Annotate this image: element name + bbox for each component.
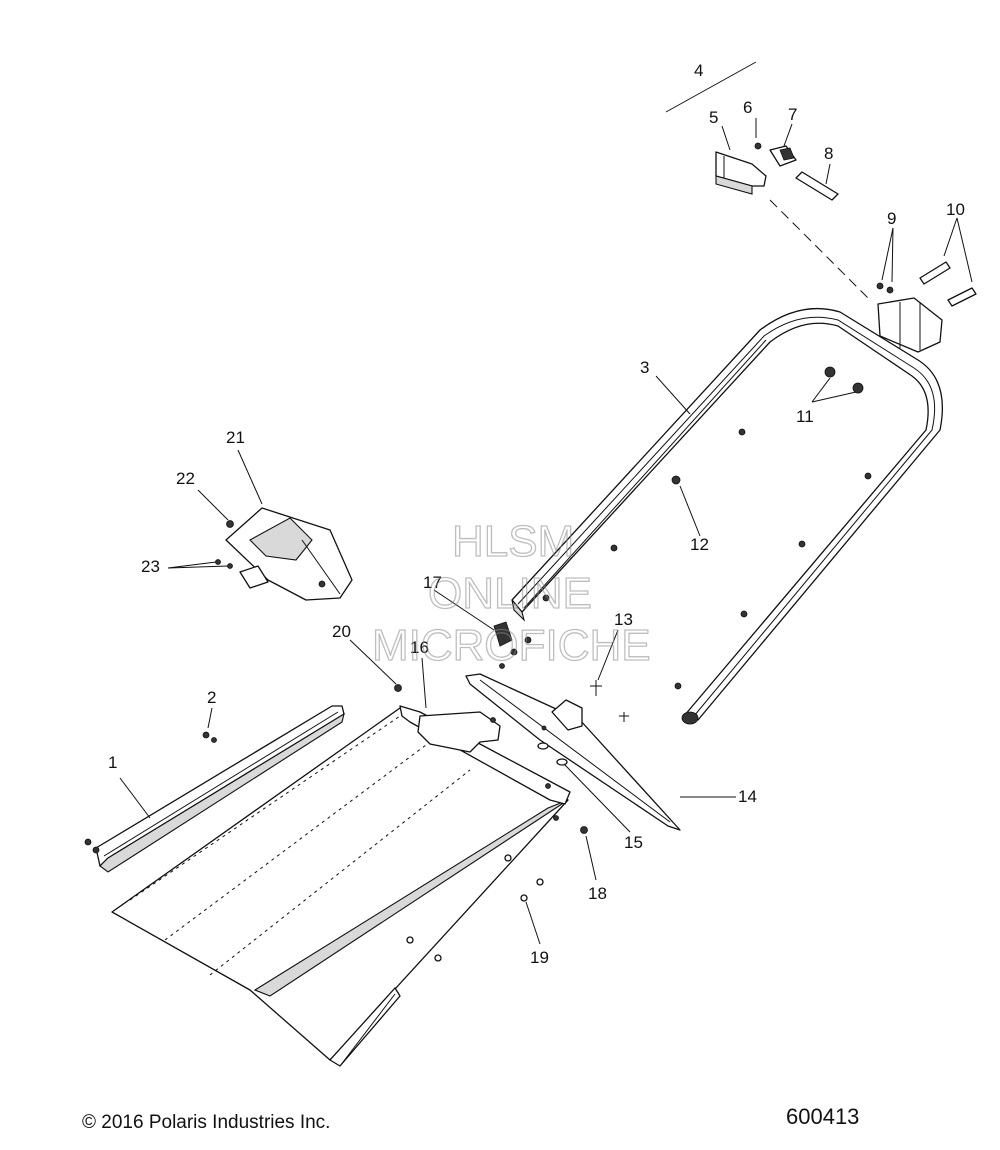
callout-15: 15 [624,833,643,852]
copyright-notice: © 2016 Polaris Industries Inc. [82,1112,331,1133]
part-3-frame [511,307,943,725]
leader-lines [119,61,973,945]
part-13-bolts [590,680,629,722]
part-20-screw [394,684,402,692]
part-22-nut [226,520,234,528]
part-14-cross-member [465,673,681,831]
watermark-line-1: HLSM [452,517,574,566]
callout-18: 18 [588,884,607,903]
callout-3: 3 [640,358,649,377]
part-23-screws [215,559,233,569]
callout-5: 5 [709,108,718,127]
part-8-pin [795,171,839,201]
part-7-clip [769,145,797,167]
callout-labels: 1 2 3 4 5 6 7 8 9 10 11 12 13 14 15 16 1… [108,61,965,967]
part-15-washers [537,742,568,766]
callout-21: 21 [226,428,245,447]
watermark: HLSM ONLINE MICROFICHE [371,516,651,670]
part-19-bolts [406,854,544,962]
callout-1: 1 [108,753,117,772]
callout-17: 17 [423,573,442,592]
part-12-bolt [671,475,681,485]
callout-11: 11 [796,407,814,426]
diagram-number: 600413 [786,1104,860,1129]
callout-14: 14 [738,787,757,806]
callout-7: 7 [788,105,797,124]
callout-12: 12 [690,535,709,554]
part-16-front-bracket [399,705,571,805]
callout-13: 13 [614,610,633,629]
part-1-side-rail [84,705,345,873]
callout-22: 22 [176,469,195,488]
callout-4: 4 [694,61,703,80]
part-5-bracket [715,151,767,195]
callout-23: 23 [141,557,160,576]
callout-19: 19 [530,948,549,967]
part-2-screw [202,731,217,743]
callout-20: 20 [332,622,351,641]
callout-16: 16 [410,638,429,657]
callout-2: 2 [207,688,216,707]
callout-6: 6 [743,98,752,117]
part-21-cover [225,507,353,601]
callout-8: 8 [824,144,833,163]
part-11-nuts [824,366,864,394]
watermark-line-3: MICROFICHE [372,621,651,670]
watermark-line-2: ONLINE [428,569,592,618]
callout-9: 9 [887,209,896,228]
part-9-10-bracket [876,261,977,353]
part-18-bolt [553,815,588,834]
part-6-pin [754,142,762,150]
part-17-clip [493,621,518,669]
floor-panel [111,707,569,1067]
callout-10: 10 [946,200,965,219]
